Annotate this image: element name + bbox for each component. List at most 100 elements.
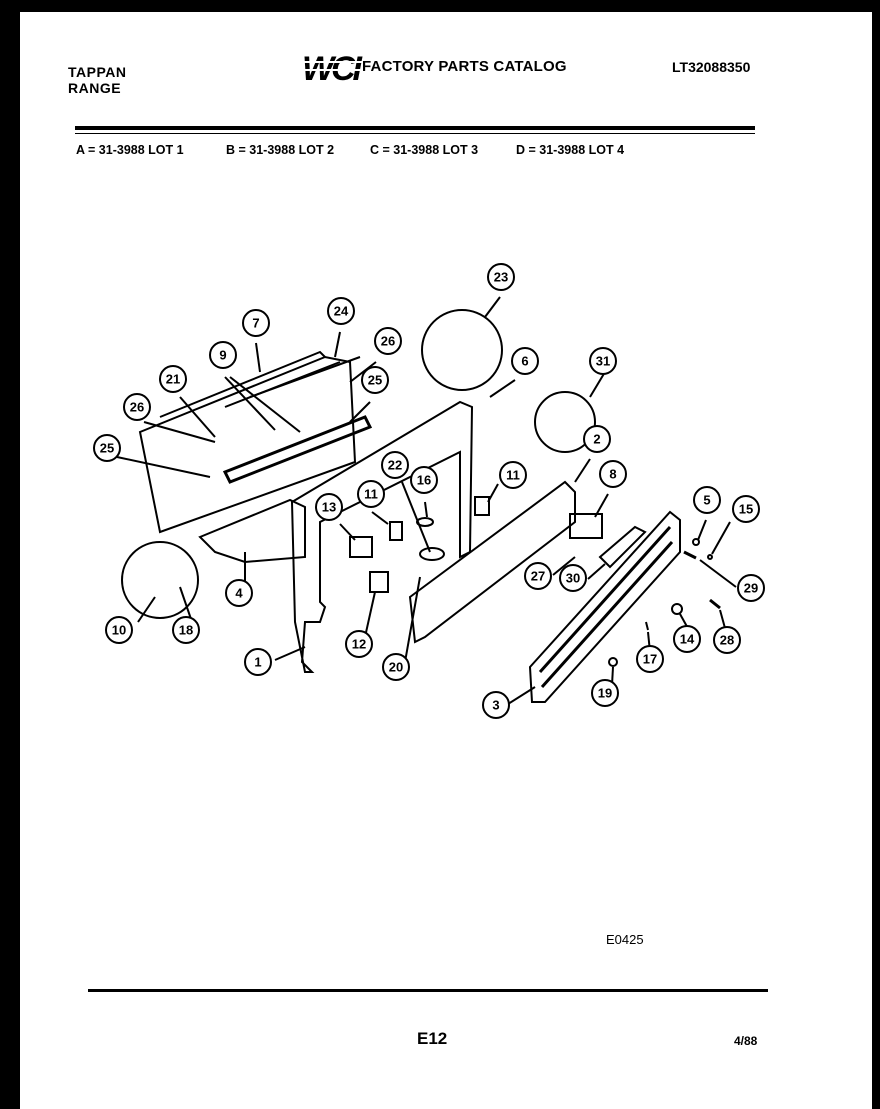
leader xyxy=(229,376,301,433)
page-date: 4/88 xyxy=(734,1034,758,1048)
callout-25-left: 25 xyxy=(93,434,121,462)
callout-23: 23 xyxy=(487,263,515,291)
callout-27: 27 xyxy=(524,562,552,590)
detail-circle-23 xyxy=(421,309,503,391)
leader xyxy=(489,379,516,398)
leader xyxy=(711,521,731,555)
leader xyxy=(179,586,193,623)
svg-text:30: 30 xyxy=(566,571,580,586)
callout-28: 28 xyxy=(713,626,741,654)
callout-16: 16 xyxy=(410,466,438,494)
svg-text:20: 20 xyxy=(389,660,403,675)
svg-text:24: 24 xyxy=(334,304,349,319)
svg-text:4: 4 xyxy=(235,586,243,601)
svg-text:10: 10 xyxy=(112,623,126,638)
leader xyxy=(507,686,536,705)
diagram-code: E0425 xyxy=(606,932,644,947)
callout-12: 12 xyxy=(345,630,373,658)
panel-stripe-1 xyxy=(538,525,672,674)
lot-a-label: A = 31-3988 LOT 1 xyxy=(76,143,184,157)
callout-19: 19 xyxy=(591,679,619,707)
leader xyxy=(349,361,377,383)
leader xyxy=(404,576,421,663)
svg-text:23: 23 xyxy=(494,270,508,285)
lot-d-label: D = 31-3988 LOT 4 xyxy=(516,143,625,157)
back-panel-trim xyxy=(159,350,326,418)
svg-text:6: 6 xyxy=(521,354,528,369)
lot-c-label: C = 31-3988 LOT 3 xyxy=(370,143,479,157)
callout-2: 2 xyxy=(583,425,611,453)
model-number: LT32088350 xyxy=(672,59,751,75)
lower-trim-4 xyxy=(198,498,306,564)
leader xyxy=(699,559,737,588)
svg-text:15: 15 xyxy=(739,502,753,517)
callout-15: 15 xyxy=(732,495,760,523)
knob-14 xyxy=(671,603,683,615)
svg-text:25: 25 xyxy=(100,441,114,456)
svg-text:28: 28 xyxy=(720,633,734,648)
leader xyxy=(339,523,356,541)
leader xyxy=(137,596,156,623)
svg-text:31: 31 xyxy=(596,354,610,369)
lot-b-label: B = 31-3988 LOT 2 xyxy=(226,143,335,157)
screw-19 xyxy=(608,657,618,667)
detail-circle-31 xyxy=(534,391,596,453)
callout-13: 13 xyxy=(315,493,343,521)
svg-text:21: 21 xyxy=(166,372,180,387)
svg-text:22: 22 xyxy=(388,458,402,473)
leader xyxy=(116,456,211,478)
lens-30 xyxy=(598,525,647,569)
svg-text:12: 12 xyxy=(352,637,366,652)
catalog-title: FACTORY PARTS CATALOG xyxy=(362,58,567,75)
callout-30: 30 xyxy=(559,564,587,592)
callout-7: 7 xyxy=(242,309,270,337)
leader xyxy=(364,591,376,638)
svg-text:7: 7 xyxy=(252,316,259,331)
leader xyxy=(587,563,606,580)
leader xyxy=(589,371,606,398)
vent-grille xyxy=(222,415,373,484)
switch-11b xyxy=(474,496,490,516)
svg-text:11: 11 xyxy=(364,487,378,502)
brand-line-2: RANGE xyxy=(68,80,122,96)
manifold-frame xyxy=(290,400,474,673)
wci-logo-text: WCI xyxy=(302,50,364,86)
callout-11-right: 11 xyxy=(499,461,527,489)
callout-29: 29 xyxy=(737,574,765,602)
svg-text:5: 5 xyxy=(703,493,710,508)
leader xyxy=(484,296,501,318)
leader xyxy=(697,519,707,541)
screw-15 xyxy=(707,554,713,560)
svg-text:13: 13 xyxy=(322,500,336,515)
valve-22 xyxy=(419,547,445,561)
leader xyxy=(424,501,428,518)
svg-text:3: 3 xyxy=(492,698,499,713)
leader xyxy=(179,396,216,438)
callout-3: 3 xyxy=(482,691,510,719)
callout-26-upper: 26 xyxy=(374,327,402,355)
screw-5 xyxy=(692,538,700,546)
detail-circle-10 xyxy=(121,541,199,619)
callout-20: 20 xyxy=(382,653,410,681)
screw-28 xyxy=(709,598,721,610)
footer-rule xyxy=(88,989,768,992)
page-number: E12 xyxy=(417,1029,448,1048)
leader xyxy=(574,458,591,483)
leader xyxy=(255,342,261,373)
svg-text:29: 29 xyxy=(744,581,758,596)
callout-25-upper: 25 xyxy=(361,366,389,394)
front-control-panel-3 xyxy=(528,510,681,703)
panel-stripe-2 xyxy=(540,540,674,689)
control-panel-parts xyxy=(116,296,737,705)
callout-4: 4 xyxy=(225,579,253,607)
leader xyxy=(401,481,431,553)
callout-21: 21 xyxy=(159,365,187,393)
svg-text:25: 25 xyxy=(368,373,382,388)
switch-13 xyxy=(349,536,373,558)
svg-text:1: 1 xyxy=(254,655,261,670)
header-rule-thin xyxy=(75,133,755,134)
callout-11-left: 11 xyxy=(357,480,385,508)
svg-text:8: 8 xyxy=(609,467,616,482)
leader xyxy=(349,401,371,423)
callout-22: 22 xyxy=(381,451,409,479)
